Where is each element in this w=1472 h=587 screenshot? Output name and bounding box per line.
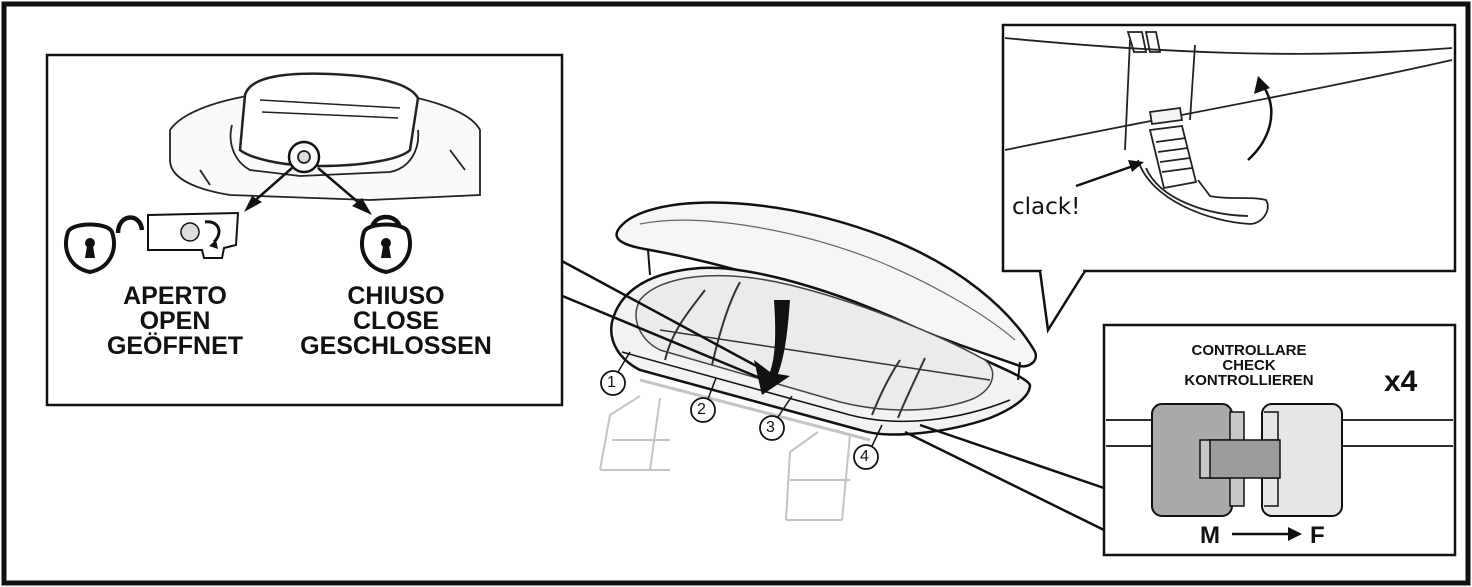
closed-padlock-icon <box>360 214 412 275</box>
number-circle-1 <box>600 370 626 396</box>
strap-number-4: 4 <box>860 448 869 465</box>
close-lid-arrow <box>754 300 790 395</box>
clip-closeup-illustration <box>1004 31 1453 225</box>
close-label-de: GESCHLOSSEN <box>300 332 492 360</box>
strap-number-3: 3 <box>766 419 775 436</box>
roof-rack <box>599 378 871 521</box>
rotate-arrow <box>1247 83 1273 161</box>
close-label-en: CLOSE <box>352 307 440 335</box>
multiplier-label: x4 <box>1384 365 1418 398</box>
check-label-de: KONTROLLIEREN <box>1184 372 1314 389</box>
bar-connector-illustration <box>1106 403 1453 517</box>
female-label: F <box>1310 522 1325 549</box>
open-label-it: APERTO <box>123 282 227 310</box>
close-label: CHIUSO CLOSE GESCHLOSSEN <box>296 284 496 359</box>
check-label-it: CONTROLLARE <box>1191 342 1307 359</box>
check-label-en: CHECK <box>1222 357 1276 374</box>
open-padlock-icon <box>64 215 145 275</box>
number-circle-4 <box>853 444 879 470</box>
callout-lines <box>559 258 1105 532</box>
number-circle-2 <box>690 397 716 423</box>
open-label-de: GEÖFFNET <box>106 332 244 360</box>
close-label-it: CHIUSO <box>347 282 445 310</box>
check-label: CONTROLLARE CHECK KONTROLLIEREN <box>1158 343 1340 388</box>
male-label: M <box>1200 522 1220 549</box>
lock-closeup-illustration <box>169 72 481 201</box>
clack-label: clack! <box>1012 194 1081 220</box>
clip-panel <box>1001 23 1457 273</box>
strap-number-2: 2 <box>697 401 706 418</box>
open-label-en: OPEN <box>139 307 211 335</box>
number-circle-3 <box>759 415 785 441</box>
key-cylinder-icon <box>147 211 240 259</box>
strap-number-1: 1 <box>607 374 616 391</box>
open-label: APERTO OPEN GEÖFFNET <box>90 284 260 359</box>
roof-box-illustration <box>599 201 1037 521</box>
